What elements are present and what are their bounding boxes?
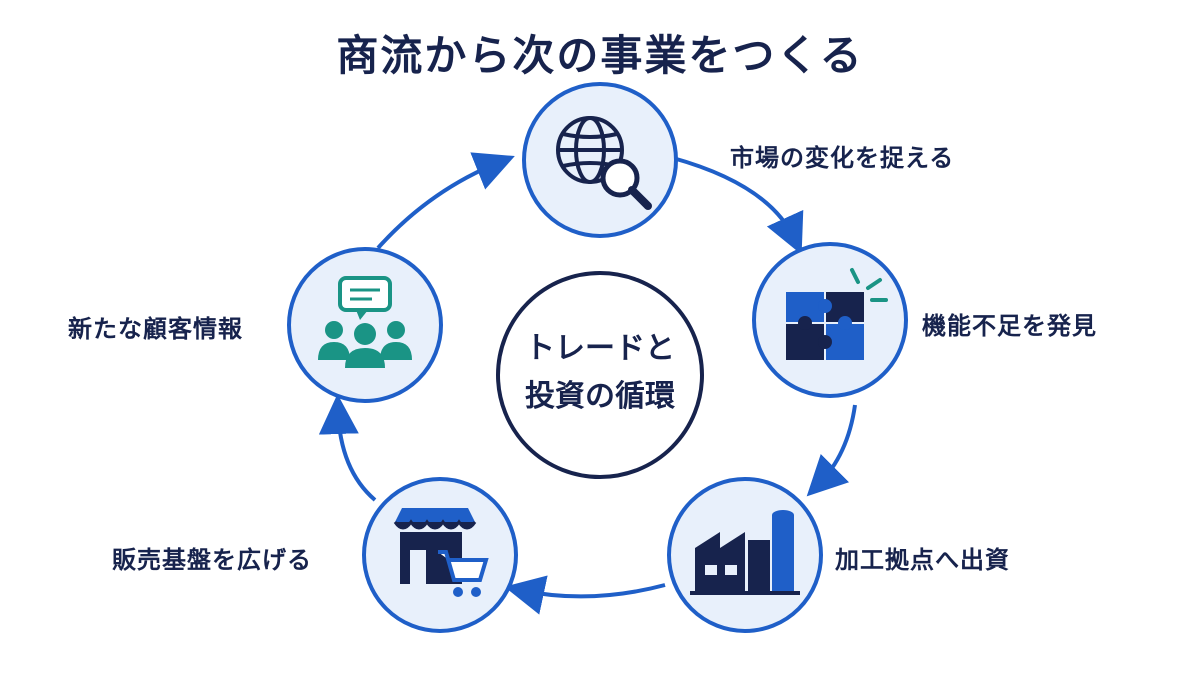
globe-search-icon (556, 116, 652, 210)
step-node-sales (362, 477, 518, 633)
center-label-line2: 投資の循環 (525, 379, 675, 414)
arrow-step3-to-step4 (504, 575, 666, 615)
step-label-sales: 販売基盤を広げる (112, 546, 312, 574)
step-node-investment (667, 477, 823, 633)
arrow-step4-to-step5 (318, 394, 377, 502)
puzzle-icon (786, 268, 888, 360)
step-node-gap (752, 242, 908, 398)
step-node-market (522, 82, 678, 238)
arrow-step1-to-step2 (672, 156, 804, 255)
step-label-customers: 新たな顧客情報 (68, 315, 243, 343)
center-label: トレードと 投資の循環 (500, 325, 700, 421)
arrow-step5-to-step1 (376, 152, 515, 250)
center-circle (496, 271, 704, 479)
arrow-step2-to-step3 (806, 404, 857, 497)
step-label-gap: 機能不足を発見 (922, 312, 1097, 340)
page-title: 商流から次の事業をつくる (336, 31, 864, 80)
step-label-market: 市場の変化を捉える (730, 144, 955, 172)
step-label-investment: 加工拠点へ出資 (835, 546, 1010, 574)
factory-icon (690, 510, 800, 595)
store-cart-icon (393, 508, 489, 597)
step-node-customers (287, 247, 443, 403)
center-label-line1: トレードと (525, 331, 675, 366)
customers-chat-icon (318, 276, 412, 368)
